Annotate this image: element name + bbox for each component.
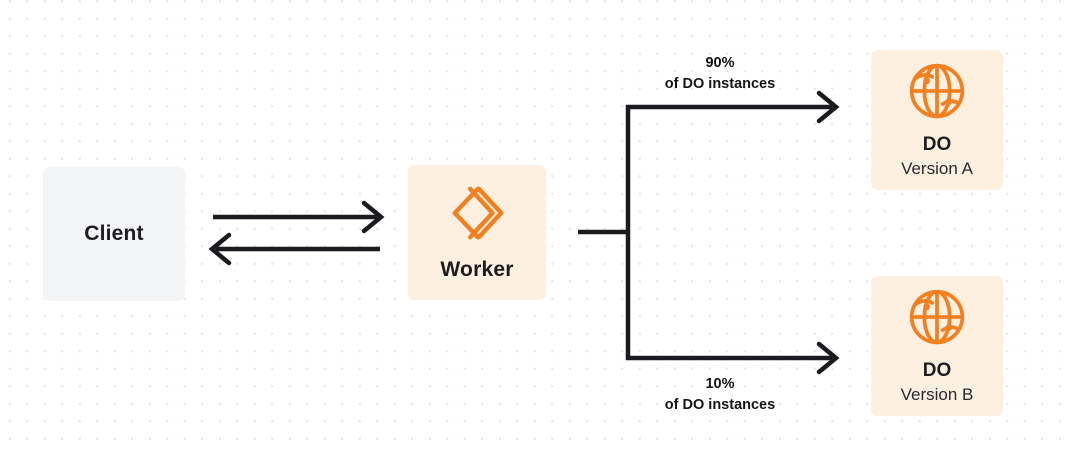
node-worker[interactable]: Worker <box>408 165 546 300</box>
node-client[interactable]: Client <box>43 167 185 301</box>
edge-label-do-a: 90% of DO instances <box>620 53 820 96</box>
do-a-label: DO <box>922 134 952 156</box>
globe-icon <box>907 287 967 347</box>
arrow-worker-to-do-a <box>626 90 840 124</box>
node-do-version-b[interactable]: DO Version B <box>871 276 1003 416</box>
arrow-client-to-worker <box>213 200 385 234</box>
edge-label-do-a-percent: 90% <box>705 55 735 71</box>
do-b-label: DO <box>922 360 952 382</box>
edge-label-do-b-description: of DO instances <box>664 397 776 414</box>
globe-icon <box>907 61 967 121</box>
worker-label: Worker <box>440 257 514 281</box>
client-label: Client <box>84 222 144 245</box>
do-b-version-label: Version B <box>900 385 974 405</box>
do-a-version-label: Version A <box>901 159 973 179</box>
edge-label-do-a-description: of DO instances <box>664 76 776 93</box>
arrow-worker-to-do-b <box>626 341 840 375</box>
edge-label-do-b: 10% of DO instances <box>620 374 820 417</box>
cloudflare-workers-icon <box>446 184 508 242</box>
edge-label-do-b-percent: 10% <box>705 376 735 392</box>
node-do-version-a[interactable]: DO Version A <box>871 50 1003 190</box>
arrow-worker-to-client <box>208 232 380 266</box>
